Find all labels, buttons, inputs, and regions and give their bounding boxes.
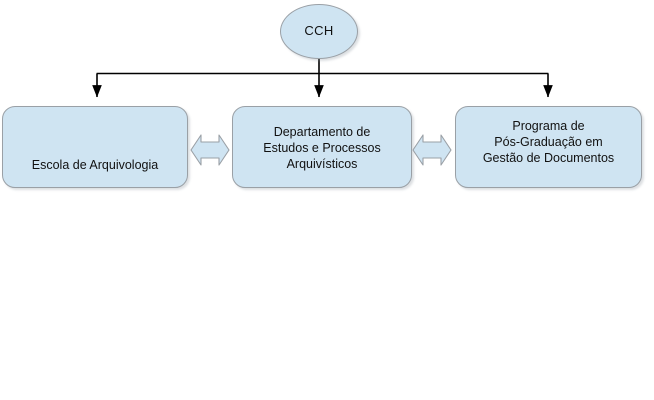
node-programa-de-pos-graduacao-em-gestao-de-documentos[interactable]: Programa de Pós-Graduação em Gestão de D… [455, 106, 642, 188]
node-departamento-label: Departamento de Estudos e Processos Arqu… [263, 125, 381, 171]
node-cch[interactable]: CCH [280, 4, 358, 59]
bidirectional-arrow-departamento-programa [412, 134, 452, 166]
node-departamento-de-estudos-e-processos-arquivisticos[interactable]: Departamento de Estudos e Processos Arqu… [232, 106, 412, 188]
node-escola-label: Escola de Arquivologia [31, 158, 159, 172]
node-programa-label: Programa de Pós-Graduação em Gestão de D… [482, 119, 615, 165]
node-cch-label: CCH [304, 23, 334, 39]
node-escola-de-arquivologia[interactable]: Escola de Arquivologia [2, 106, 188, 188]
bidirectional-arrow-escola-departamento [190, 134, 230, 166]
